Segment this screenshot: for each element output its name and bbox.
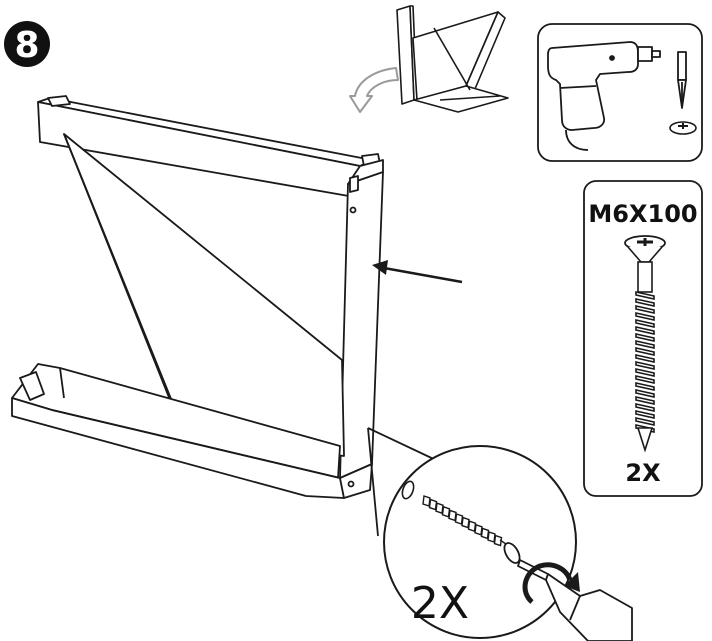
screw-quantity-label: 2X (625, 459, 661, 487)
pointer-arrow-icon (372, 260, 463, 284)
screw-detail-icon (422, 495, 521, 564)
screw-size-label: M6X100 (588, 200, 697, 228)
screw-spec-panel: M6X100 2X (583, 180, 703, 497)
detail-callout: 2X (367, 427, 633, 641)
tools-panel (537, 23, 703, 162)
step-number: 8 (14, 25, 39, 66)
long-screw-icon (624, 235, 666, 453)
phillips-screwdriver-bit-icon (677, 51, 687, 109)
furniture-unit (11, 95, 384, 499)
drill-icon (547, 41, 661, 151)
rotate-clockwise-icon (522, 562, 580, 604)
orientation-thumbnail (396, 5, 509, 113)
step-number-badge: 8 (4, 21, 50, 67)
rotate-arrow-icon (349, 67, 399, 113)
phillips-head-icon (669, 121, 697, 135)
detail-quantity-label: 2X (411, 578, 469, 629)
